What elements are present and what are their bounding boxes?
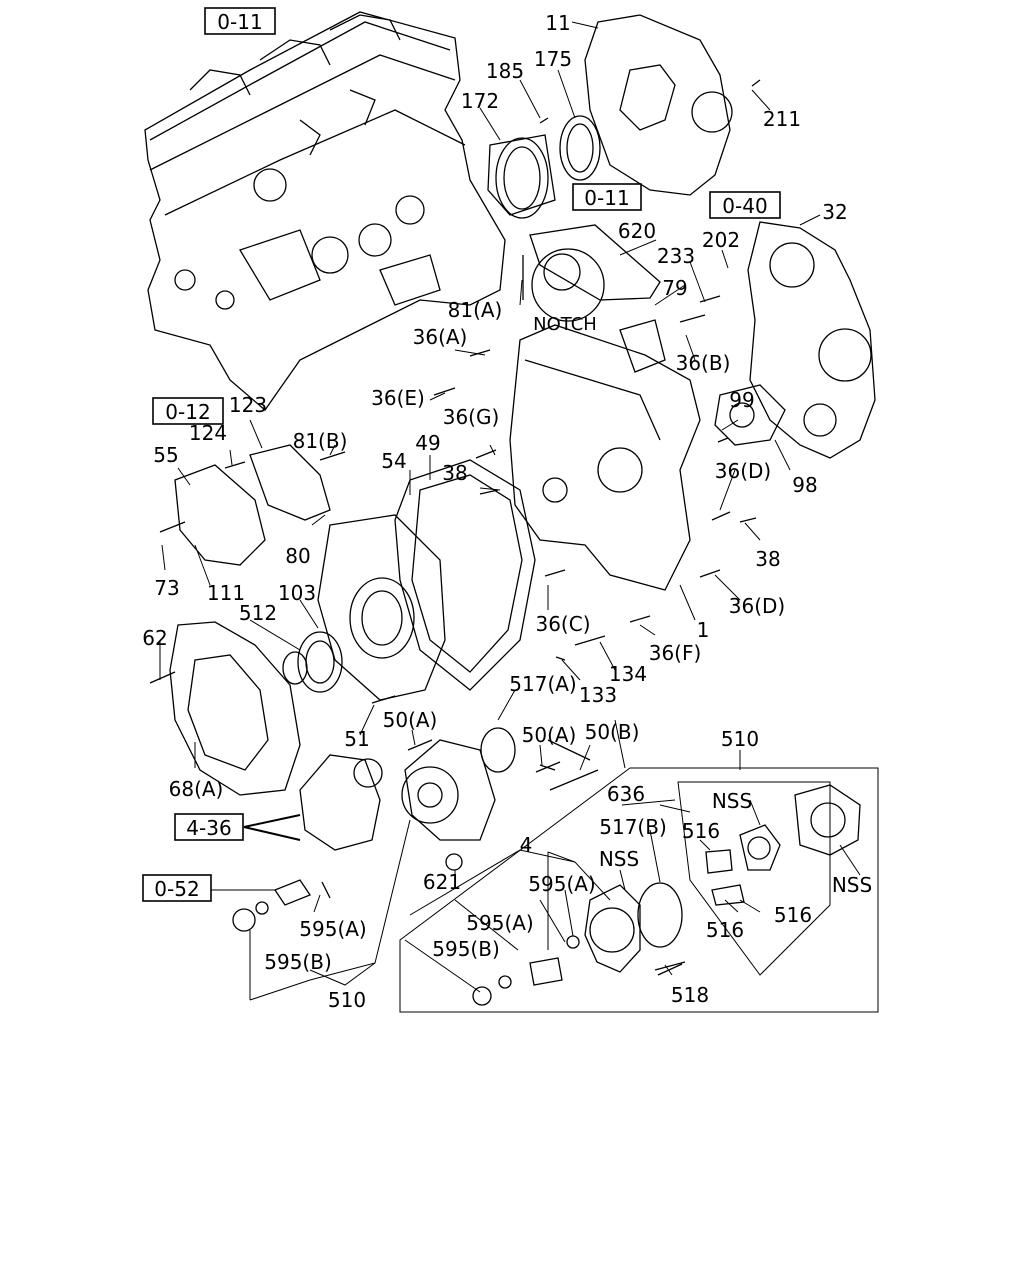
callout-label: 510: [328, 988, 366, 1012]
callout-label: 50(A): [383, 708, 438, 732]
bracket-lines: [243, 719, 879, 1013]
callout-label: 36(E): [371, 386, 425, 410]
callout-label: 202: [702, 228, 740, 252]
callout-label: 512: [239, 601, 277, 625]
callout-label: 516: [774, 903, 812, 927]
callout-label: 11: [545, 11, 570, 35]
callout-label: NSS: [599, 847, 639, 871]
callout-label: 516: [682, 819, 720, 843]
callout-label: 595(A): [528, 872, 595, 896]
callout-label: 134: [609, 662, 647, 686]
callout-label: 211: [763, 107, 801, 131]
reference-box-4-36[interactable]: 4-36: [174, 813, 244, 841]
callout-label: 50(B): [585, 720, 640, 744]
callout-label: 36(D): [715, 459, 771, 483]
callout-label: 36(B): [676, 351, 731, 375]
callout-label: 50(A): [522, 723, 577, 747]
callout-label: NSS: [712, 789, 752, 813]
callout-label: 36(A): [413, 325, 468, 349]
reference-label: 0-12: [165, 400, 210, 424]
callout-label: 51: [344, 727, 369, 751]
reference-label: 0-11: [217, 10, 262, 34]
timing-covers: [169, 444, 331, 796]
callout-label: 36(G): [443, 405, 500, 429]
callout-label: 233: [657, 244, 695, 268]
callout-label: 595(A): [299, 917, 366, 941]
callout-label: 111: [207, 581, 245, 605]
callout-label: NOTCH: [533, 314, 597, 335]
callout-label: 595(B): [264, 950, 332, 974]
callout-label: 517(B): [599, 815, 667, 839]
callout-label: 36(C): [535, 612, 590, 636]
callout-label: 517(A): [509, 672, 576, 696]
front-cover-with-seal: [282, 514, 446, 701]
callout-label: 73: [154, 576, 179, 600]
callout-label: 99: [729, 388, 754, 412]
callout-label: 103: [278, 581, 316, 605]
callout-label: 175: [534, 47, 572, 71]
callout-label: 4: [520, 833, 533, 857]
callout-label: 1: [697, 618, 710, 642]
reference-box-0-52[interactable]: 0-52: [142, 874, 212, 902]
callout-label: 133: [579, 683, 617, 707]
callout-label: 38: [442, 461, 467, 485]
callout-label: 123: [229, 393, 267, 417]
callout-label: 172: [461, 89, 499, 113]
callout-label: 518: [671, 983, 709, 1007]
engine-block-illustration: [144, 11, 506, 411]
reference-label: 0-52: [154, 877, 199, 901]
callout-label: 62: [142, 626, 167, 650]
reference-box-0-11-middle[interactable]: 0-11: [572, 183, 642, 211]
flywheel-housing-plate: [584, 14, 733, 196]
callout-label: 55: [153, 443, 178, 467]
notch-detail-circle: [531, 248, 605, 322]
callout-label: 510: [721, 727, 759, 751]
callout-label: 68(A): [169, 777, 224, 801]
callout-label: NSS: [832, 873, 872, 897]
rear-gasket-32: [747, 221, 876, 459]
callout-label: 620: [618, 219, 656, 243]
callout-label: 49: [415, 431, 440, 455]
oil-seals: [487, 115, 601, 219]
leader-lines: [159, 21, 861, 976]
callout-label: 36(F): [649, 641, 702, 665]
callout-label: 38: [755, 547, 780, 571]
callout-label: 54: [381, 449, 406, 473]
callout-label: 185: [486, 59, 524, 83]
callout-label: 32: [822, 200, 847, 224]
callout-label: 636: [607, 782, 645, 806]
reference-label: 4-36: [186, 816, 231, 840]
callout-label: 81(A): [448, 298, 503, 322]
callout-label: 79: [662, 276, 687, 300]
callout-label: 595(B): [432, 937, 500, 961]
callout-label: 98: [792, 473, 817, 497]
callout-label: 124: [189, 421, 227, 445]
callout-label: 621: [423, 870, 461, 894]
reference-label: 0-40: [722, 194, 767, 218]
callout-label: 80: [285, 544, 310, 568]
callout-label: 595(A): [466, 911, 533, 935]
callout-labels: 11 185 175 211 172 620 233 202 32 79 NOT…: [142, 11, 872, 1012]
oil-pan-gasket-620: [529, 224, 661, 301]
vacuum-pump-assembly: [299, 727, 591, 851]
reference-box-0-12[interactable]: 0-12: [152, 397, 224, 425]
timing-case-assembly: [509, 319, 786, 591]
front-cover-gasket: [394, 459, 536, 691]
callout-label: 36(D): [729, 594, 785, 618]
reference-box-0-11-top[interactable]: 0-11: [204, 7, 276, 35]
callout-label: 81(B): [293, 429, 348, 453]
reference-box-0-40[interactable]: 0-40: [709, 191, 781, 219]
reference-label: 0-11: [584, 186, 629, 210]
callout-label: 516: [706, 918, 744, 942]
